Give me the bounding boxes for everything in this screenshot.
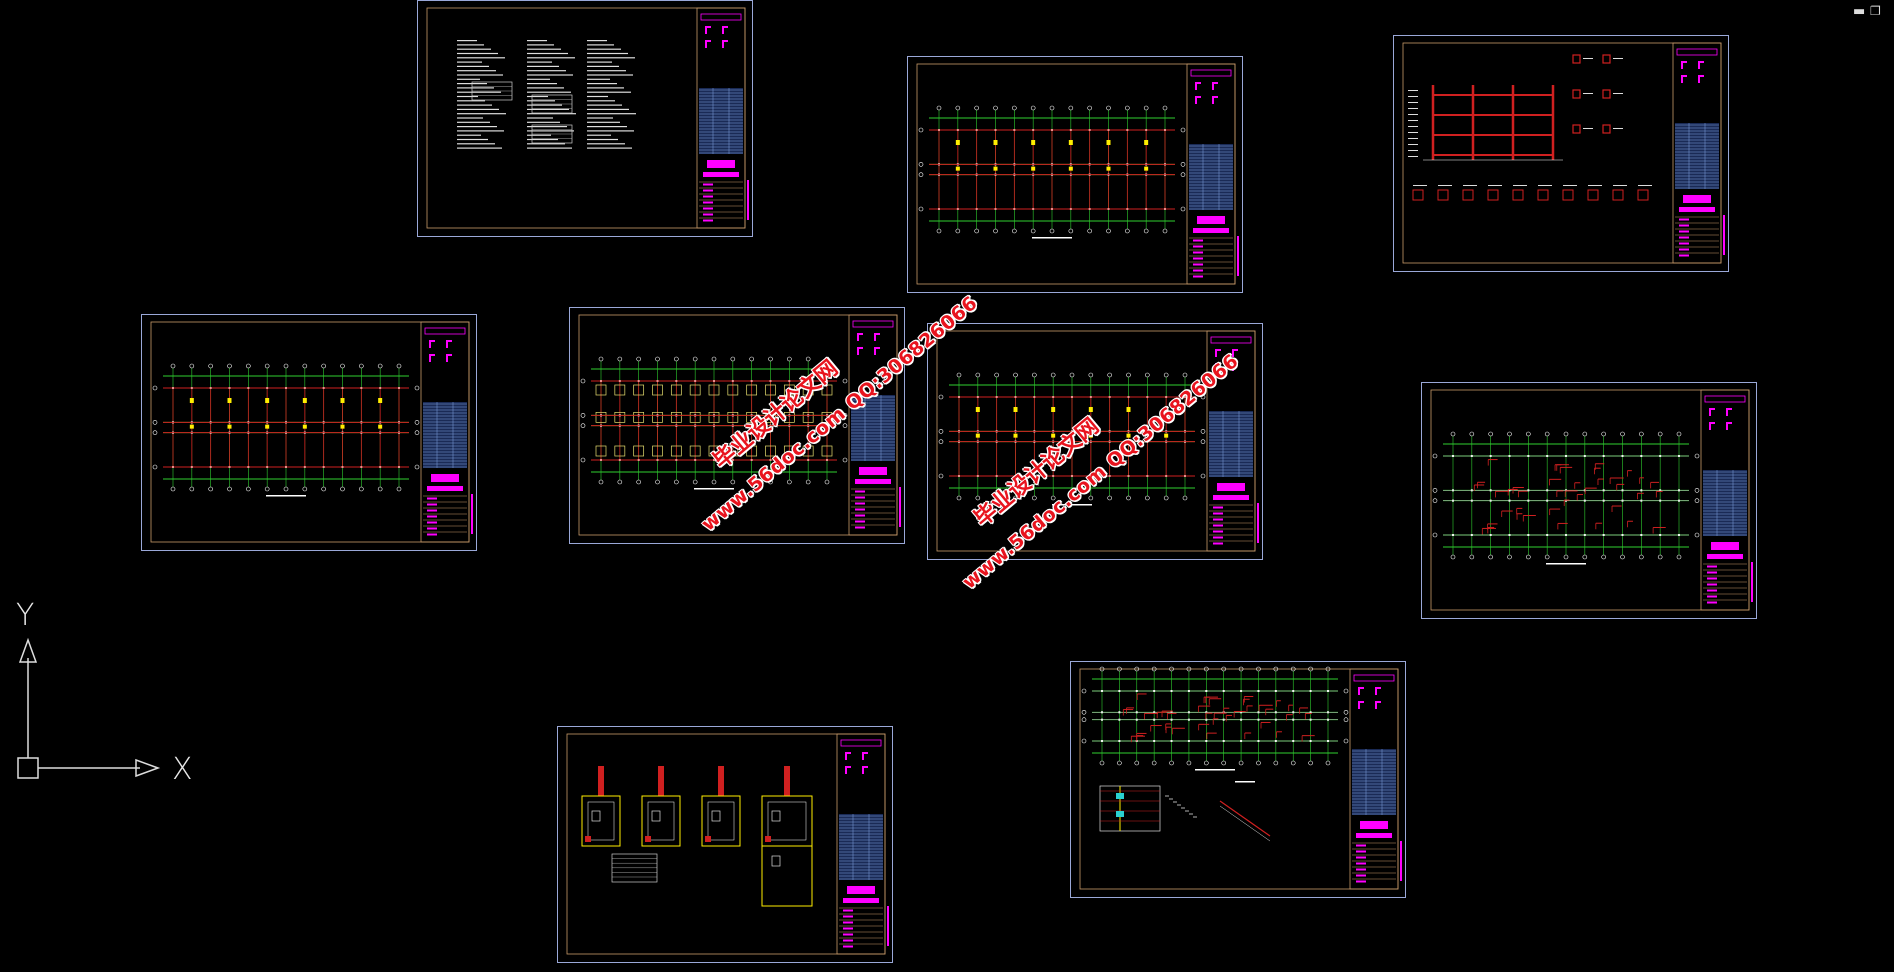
minimize-icon[interactable]: ▬ — [1853, 4, 1866, 19]
drawing-sheet-roof-and-stair[interactable] — [1070, 661, 1406, 898]
sheet-drawing — [1421, 382, 1757, 619]
sheet-drawing — [141, 314, 477, 551]
drawing-sheet-reinforcement-plan[interactable] — [1421, 382, 1757, 619]
sheet-drawing — [1393, 35, 1729, 272]
drawing-sheet-floor-plan-2[interactable] — [141, 314, 477, 551]
sheet-drawing — [907, 56, 1243, 293]
drawing-sheet-foundation-details[interactable] — [557, 726, 893, 963]
drawing-sheet-floor-plan-3[interactable] — [927, 323, 1263, 560]
sheet-drawing — [1070, 661, 1406, 898]
sheet-drawing — [569, 307, 905, 544]
ucs-icon — [10, 590, 210, 790]
ucs-x-label: X — [172, 752, 193, 787]
drawing-sheet-general-notes[interactable] — [417, 0, 753, 237]
drawing-sheet-floor-plan-1[interactable] — [907, 56, 1243, 293]
ucs-y-label: Y — [16, 598, 35, 633]
sheet-drawing — [557, 726, 893, 963]
drawing-sheet-foundation-plan[interactable] — [569, 307, 905, 544]
restore-icon[interactable]: ❐ — [1870, 4, 1881, 18]
drawing-sheet-frame-elevation[interactable] — [1393, 35, 1729, 272]
sheet-drawing — [927, 323, 1263, 560]
sheet-drawing — [417, 0, 753, 237]
